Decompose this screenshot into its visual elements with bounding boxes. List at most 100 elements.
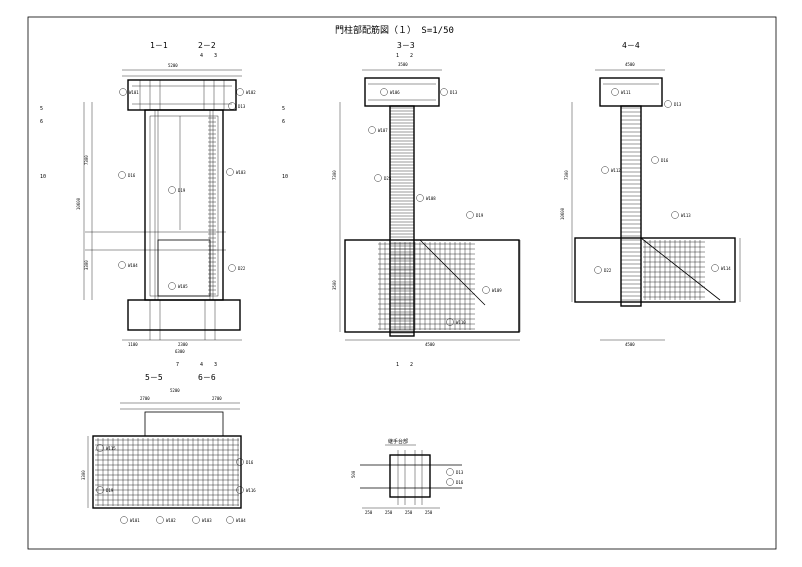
footing-grid-44 xyxy=(643,240,705,300)
svg-text:W105: W105 xyxy=(178,284,188,289)
section-label-2-2: 2－2 xyxy=(198,41,216,50)
diag-bar-44 xyxy=(640,237,721,301)
dim-1100-bottom: 1100 xyxy=(128,342,138,347)
detail-dim-250-b: 250 xyxy=(385,510,393,515)
dim-5200-55: 5200 xyxy=(170,388,180,393)
svg-text:D16: D16 xyxy=(661,158,669,163)
svg-text:W107: W107 xyxy=(378,128,388,133)
dim-3300-55: 3300 xyxy=(81,470,86,480)
cut-mark-1-top: 1 xyxy=(396,53,399,59)
svg-text:D19: D19 xyxy=(106,488,114,493)
svg-text:W101: W101 xyxy=(130,518,140,523)
footing-grid-33 xyxy=(378,242,475,330)
cap-beam-44 xyxy=(599,77,663,107)
detail-verticals xyxy=(397,450,423,505)
svg-text:D13: D13 xyxy=(238,104,246,109)
svg-text:W110: W110 xyxy=(456,320,466,325)
svg-text:D22: D22 xyxy=(604,268,612,273)
section-4-4: 4－4 4500 7300 10600 4500 W111 D13 W112 D… xyxy=(560,41,741,347)
svg-text:D16: D16 xyxy=(128,173,136,178)
section-label-3-3: 3－3 xyxy=(397,41,415,50)
foundation-outline xyxy=(127,299,241,331)
dim-4500-33: 4500 xyxy=(425,342,435,347)
footing-44 xyxy=(574,237,736,303)
cut-mark-10-mid: 10 xyxy=(282,174,288,180)
svg-text:W102: W102 xyxy=(166,518,176,523)
section-label-1-1: 1－1 xyxy=(150,41,168,50)
foundation-piles xyxy=(149,300,216,340)
column-44 xyxy=(620,105,642,307)
slab-grid-55 xyxy=(95,438,239,506)
dim-4500-bottom-44: 4500 xyxy=(625,342,635,347)
dim-3300-left: 3300 xyxy=(84,260,89,270)
cut-mark-5-left: 5 xyxy=(40,106,43,112)
column-rebar-verticals xyxy=(154,110,214,300)
cap-beam-outline xyxy=(127,79,237,111)
svg-text:W104: W104 xyxy=(128,263,138,268)
dim-2700-55: 2700 xyxy=(212,396,222,401)
svg-text:W109: W109 xyxy=(492,288,502,293)
svg-text:W111: W111 xyxy=(621,90,631,95)
dim-6300-bottom: 6300 xyxy=(175,349,185,354)
cut-mark-4-top: 4 xyxy=(200,53,203,59)
svg-text:D22: D22 xyxy=(238,266,246,271)
dim-7300-44: 7300 xyxy=(564,170,569,180)
svg-text:D25: D25 xyxy=(384,176,392,181)
svg-text:W102: W102 xyxy=(246,90,256,95)
svg-text:D13: D13 xyxy=(450,90,458,95)
detail-dim-250-d: 250 xyxy=(425,510,433,515)
detail-dim-500: 500 xyxy=(351,470,356,478)
cut-mark-7-bottom: 7 xyxy=(176,362,179,368)
column-stirrups-44 xyxy=(621,107,641,301)
svg-text:W116: W116 xyxy=(246,488,256,493)
detail-tag-2-text: D16 xyxy=(456,480,464,485)
detail-tag-1-text: D13 xyxy=(456,470,464,475)
detail-column xyxy=(389,454,431,498)
detail-title: 継手台部 xyxy=(388,438,408,445)
diag-bar-33 xyxy=(419,239,486,306)
svg-text:D16: D16 xyxy=(246,460,254,465)
joint-detail: 継手台部 250 250 250 250 500 D13 D16 xyxy=(351,438,464,515)
dim-2500-55: 2700 xyxy=(140,396,150,401)
column-base-55 xyxy=(144,411,224,437)
section-5-5: 5－5 6－6 5200 2700 2700 3300 W115 D19 D16… xyxy=(81,373,256,524)
cut-mark-5-mid: 5 xyxy=(282,106,285,112)
detail-dim-250-a: 250 xyxy=(365,510,373,515)
tags-1-1: W101 W102 D13 D16 D19 W103 W104 D22 W105 xyxy=(118,88,256,290)
tags-5-5: W115 D19 D16 W116 W101 W102 W103 W104 xyxy=(96,444,256,524)
cut-mark-1-bottom: 1 xyxy=(396,362,399,368)
cut-mark-6-mid: 6 xyxy=(282,119,285,125)
cap-beam-33 xyxy=(364,77,440,107)
column-33 xyxy=(389,105,415,337)
dim-10600-left: 10600 xyxy=(76,197,81,210)
tags-3-3: W106 D13 W107 D25 W108 D19 W109 W110 xyxy=(368,88,502,326)
cut-mark-3-bottom: 3 xyxy=(214,362,217,368)
cut-mark-4-bottom: 4 xyxy=(200,362,203,368)
cut-mark-2-top: 2 xyxy=(410,53,413,59)
dim-3500-top: 3500 xyxy=(398,62,408,67)
sheet-border xyxy=(27,16,777,550)
svg-text:W106: W106 xyxy=(390,90,400,95)
section-1-1: 1－1 2－2 4 3 5200 xyxy=(40,41,256,368)
svg-text:W101: W101 xyxy=(129,90,139,95)
detail-dim-250-c: 250 xyxy=(405,510,413,515)
svg-text:W104: W104 xyxy=(236,518,246,523)
cut-mark-2-bottom: 2 xyxy=(410,362,413,368)
tags-4-4: W111 D13 W112 D16 W113 D22 W114 xyxy=(594,88,731,274)
svg-text:W113: W113 xyxy=(681,213,691,218)
section-3-3: 3－3 1 2 3500 7300 3500 4500 1 2 5 6 10 W… xyxy=(282,41,521,368)
detail-tag-2 xyxy=(446,478,454,486)
column-stirrups-33 xyxy=(390,107,414,334)
dim-7300-left: 7300 xyxy=(84,155,89,165)
column-outline xyxy=(144,109,224,301)
detail-tag-1 xyxy=(446,468,454,476)
svg-text:W103: W103 xyxy=(236,170,246,175)
svg-text:W103: W103 xyxy=(202,518,212,523)
dim-10600-44: 10600 xyxy=(560,207,565,220)
cut-mark-10-left: 10 xyxy=(40,174,46,180)
dim-5200-top: 5200 xyxy=(168,63,178,68)
dim-7300-33: 7300 xyxy=(332,170,337,180)
section-label-5-5: 5－5 xyxy=(145,373,163,382)
dim-3500-33: 3500 xyxy=(332,280,337,290)
